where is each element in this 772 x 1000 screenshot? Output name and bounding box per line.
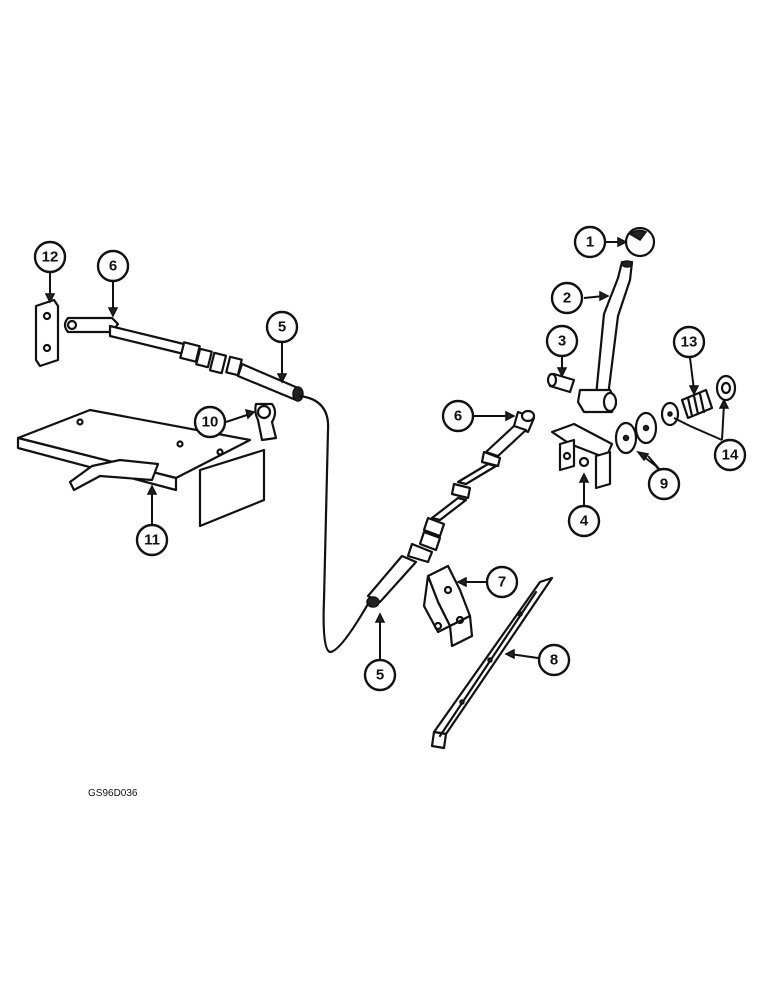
part-2-shift-lever — [594, 260, 634, 398]
svg-text:6: 6 — [454, 408, 462, 425]
svg-text:10: 10 — [202, 414, 219, 431]
part-5-cable-sleeve-top — [236, 362, 304, 402]
part-11-bracket-plate — [16, 408, 266, 528]
svg-text:12: 12 — [42, 249, 59, 266]
svg-text:7: 7 — [498, 574, 506, 591]
callout-8: 8 — [537, 643, 571, 677]
diagonal-rod-assembly — [406, 424, 528, 564]
part-1-knob — [624, 226, 656, 258]
callout-6-bottom: 6 — [441, 399, 475, 433]
svg-text:5: 5 — [376, 667, 384, 684]
part-3-pin — [546, 372, 576, 394]
part-5-cable-sleeve-bottom — [366, 554, 418, 608]
svg-text:2: 2 — [563, 290, 571, 307]
part-14-washer-nut — [660, 374, 737, 427]
callout-12: 12 — [33, 240, 67, 274]
callout-4: 4 — [567, 504, 601, 538]
part-8-angle-strip — [430, 576, 554, 750]
part-4-pivot-bracket — [550, 422, 614, 490]
callout-2: 2 — [550, 281, 584, 315]
part-10-clip — [254, 402, 278, 442]
callout-13: 13 — [672, 325, 706, 359]
control-cable — [298, 394, 370, 654]
svg-text:3: 3 — [558, 333, 566, 350]
callout-10: 10 — [193, 405, 227, 439]
callout-6-top: 6 — [96, 249, 130, 283]
figure-code: GS96D036 — [88, 788, 138, 799]
callout-14: 14 — [713, 438, 747, 472]
leader-lines — [44, 236, 730, 660]
svg-text:13: 13 — [681, 334, 698, 351]
svg-text:14: 14 — [722, 447, 739, 464]
svg-text:5: 5 — [278, 319, 286, 336]
callout-11: 11 — [135, 523, 169, 557]
callout-1: 1 — [573, 225, 607, 259]
svg-text:1: 1 — [586, 234, 594, 251]
part-12-plate — [34, 298, 60, 368]
callout-7: 7 — [485, 565, 519, 599]
lever-hub — [576, 388, 618, 414]
svg-text:6: 6 — [109, 258, 117, 275]
svg-text:4: 4 — [580, 513, 589, 530]
callout-5-bottom: 5 — [363, 658, 397, 692]
part-6-rod-end-top — [63, 316, 243, 377]
part-9-washers — [614, 411, 658, 455]
callout-3: 3 — [545, 324, 579, 358]
svg-text:11: 11 — [144, 532, 160, 549]
part-7-angle-bracket — [422, 564, 474, 648]
callout-9: 9 — [647, 467, 681, 501]
svg-text:8: 8 — [550, 652, 558, 669]
callout-5-top: 5 — [265, 310, 299, 344]
svg-text:9: 9 — [660, 476, 668, 493]
part-13-spring — [680, 388, 714, 420]
